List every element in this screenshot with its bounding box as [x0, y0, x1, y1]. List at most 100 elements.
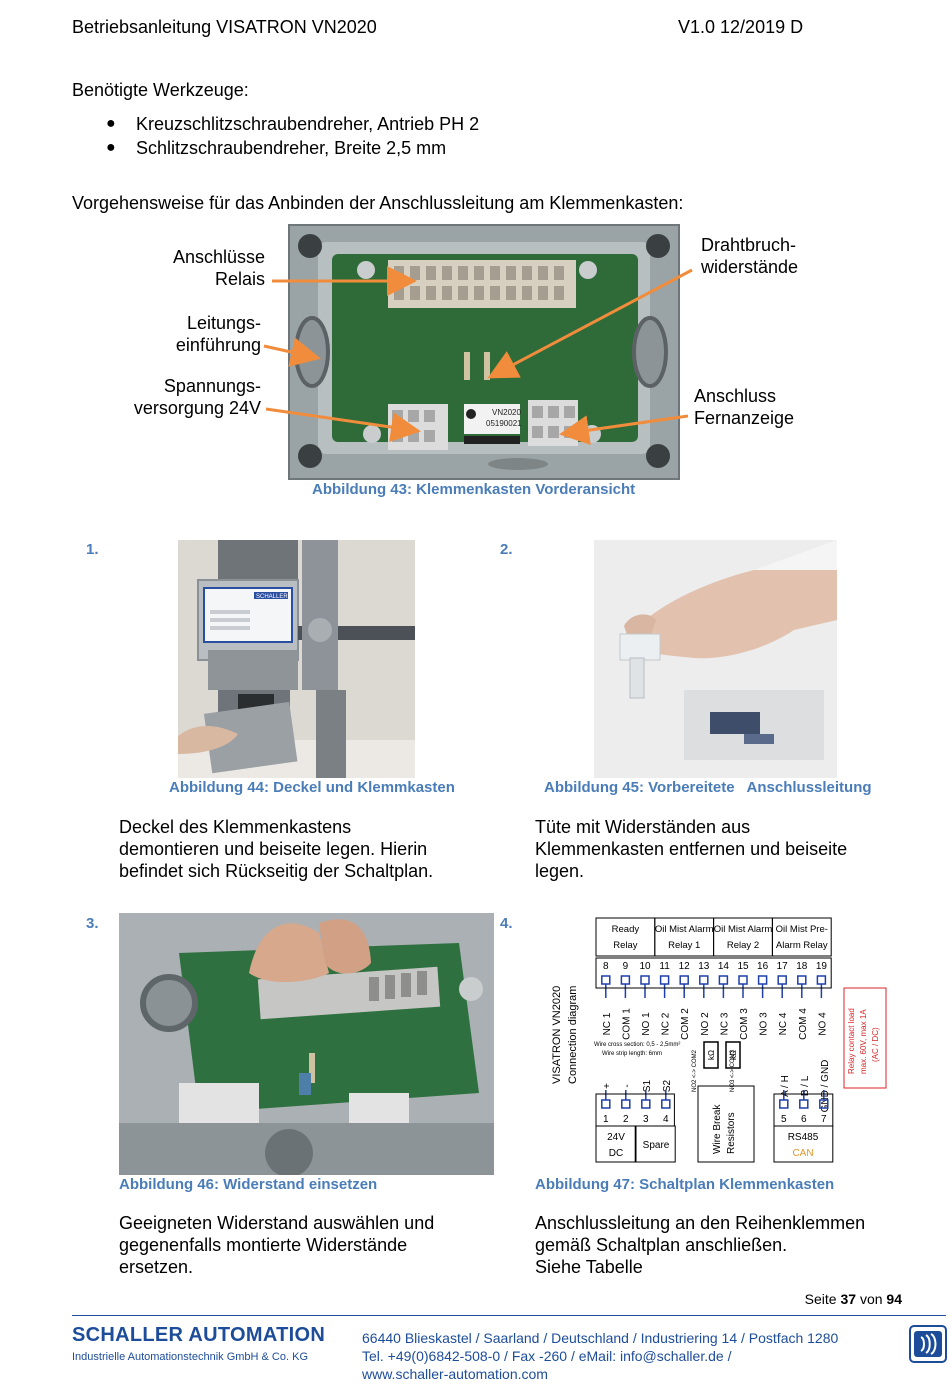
diagram-terminal	[661, 1099, 671, 1109]
lid-photo: SCHALLER	[178, 540, 415, 778]
figure-caption: Abbildung 43: Klemmenkasten Vorderansich…	[312, 481, 636, 498]
diagram-terminal	[640, 975, 650, 985]
diagram-signal: NO 2	[700, 1012, 711, 1036]
diagram-terminal	[601, 975, 611, 985]
diagram-terminal	[799, 1099, 809, 1109]
diagram-relay-note: (AC / DC)	[871, 1027, 880, 1062]
diagram-relay-note: Relay contact load	[847, 1008, 856, 1074]
label-spannung: Spannungs- versorgung 24V	[133, 376, 261, 418]
footer-contact: 66440 Blieskastel / Saarland / Deutschla…	[362, 1330, 839, 1382]
diagram-group-label: 24V	[607, 1132, 625, 1143]
step-number: 1.	[86, 541, 99, 558]
diagram-terminal	[738, 975, 748, 985]
diagram-signal: NC 3	[719, 1012, 730, 1035]
diagram-terminal-number: 5	[781, 1114, 787, 1125]
diagram-group-box	[595, 1125, 636, 1163]
arrow-fern	[559, 414, 689, 446]
diagram-group-label: Relay 1	[668, 940, 700, 951]
diagram-group-label: Resistors	[726, 1112, 737, 1154]
diagram-signal: COM 2	[680, 1008, 691, 1040]
label-leitung: Leitungs- einführung	[175, 313, 261, 355]
resistor-icon	[725, 1041, 741, 1069]
company-logo	[909, 1325, 947, 1363]
diagram-resistor-note: NO2 <-> COM2	[692, 1049, 698, 1092]
diagram-group-label: Relay 2	[727, 940, 759, 951]
diagram-group-box	[773, 1125, 834, 1163]
diagram-signal: -	[622, 1084, 633, 1087]
label-relais: Anschlüsse Relais	[172, 247, 265, 289]
diagram-terminal	[819, 1099, 829, 1109]
diagram-relay-note: max. 60V, max 1A	[859, 1009, 868, 1074]
diagram-signal: B / L	[800, 1075, 811, 1096]
plate-serial-text: 05190021	[486, 419, 522, 428]
diagram-group-label: Oil Mist Alarm	[655, 924, 714, 935]
diagram-group-label: Oil Mist Pre-	[776, 924, 828, 935]
diagram-terminal	[816, 975, 827, 985]
diagram-group-label: Oil Mist Alarm	[714, 924, 773, 935]
diagram-terminal	[621, 1099, 631, 1109]
step-number: 2.	[500, 541, 513, 558]
diagram-signal: NC 1	[602, 1012, 613, 1035]
diagram-signal: NO 3	[759, 1012, 770, 1036]
diagram-terminal	[699, 975, 709, 985]
diagram-signal: NC 4	[778, 1012, 789, 1035]
diagram-terminal-number: 7	[821, 1114, 827, 1125]
tool-item: Kreuzschlitzschraubendreher, Antrieb PH …	[136, 114, 480, 134]
bag-photo	[594, 540, 837, 778]
diagram-terminal	[679, 975, 689, 985]
diagram-terminal-number: 1	[603, 1114, 609, 1125]
resistor-photo	[119, 913, 494, 1175]
diagram-terminal-number: 3	[643, 1114, 649, 1125]
diagram-signal: COM 3	[739, 1008, 750, 1040]
diagram-group-box	[771, 917, 832, 957]
diagram-terminal	[777, 975, 787, 985]
diagram-relay-box	[843, 987, 887, 1089]
diagram-terminal	[757, 975, 768, 985]
diagram-group-label: Wire Break	[712, 1104, 723, 1154]
diagram-group-box	[697, 1085, 755, 1163]
step-description: Deckel des Klemmenkastens demontieren un…	[119, 817, 434, 881]
terminal-box-photo: VN2020 05190021	[288, 224, 680, 480]
diagram-terminal-strip	[595, 957, 832, 989]
diagram-terminal-number: 12	[679, 961, 691, 972]
diagram-title: VISATRON VN2020	[551, 986, 563, 1084]
diagram-terminal-number: 9	[623, 961, 629, 972]
step-number: 4.	[500, 915, 513, 932]
diagram-wire-spec: Wire cross section: 0,5 - 2,5mm²	[594, 1042, 680, 1048]
diagram-signal: NO 4	[817, 1012, 828, 1036]
diagram-signal: COM 4	[798, 1008, 809, 1040]
figure-caption: Abbildung 47: Schaltplan Klemmenkasten	[535, 1176, 835, 1193]
diagram-terminal	[659, 975, 670, 985]
label-draht: Drahtbruch- widerstände	[701, 235, 799, 277]
diagram-terminal	[620, 975, 631, 985]
header-title: Betriebsanleitung VISATRON VN2020	[72, 17, 377, 37]
tools-heading: Benötigte Werkzeuge:	[72, 80, 249, 100]
diagram-terminal-number: 11	[659, 961, 670, 972]
footer-subtitle: Industrielle Automationstechnik GmbH & C…	[72, 1351, 308, 1363]
step-description: Anschlussleitung an den Reihenklemmen ge…	[535, 1213, 866, 1277]
procedure-heading: Vorgehensweise für das Anbinden der Ansc…	[72, 193, 684, 213]
diagram-terminal-number: 18	[796, 961, 808, 972]
annotation-arrows	[263, 266, 693, 446]
diagram-group-box	[635, 1125, 676, 1163]
diagram-wire-spec: Wire strip length: 6mm	[602, 1051, 662, 1057]
arrow-leitung	[263, 337, 321, 367]
diagram-group-label: RS485	[788, 1132, 819, 1143]
diagram-kohm: kΩ	[707, 1050, 716, 1060]
page-number: Seite 37 von 94	[804, 1291, 902, 1307]
diagram-terminal-number: 8	[603, 961, 609, 972]
diagram-terminal-number: 16	[757, 961, 769, 972]
diagram-resistor-note: NO3 <-> COM3	[730, 1049, 736, 1092]
diagram-terminal-number: 4	[663, 1114, 669, 1125]
diagram-group-label: Relay	[613, 940, 638, 951]
diagram-terminal	[641, 1099, 651, 1109]
diagram-signal: +	[602, 1083, 613, 1089]
label-fern: Anschluss Fernanzeige	[694, 386, 795, 428]
diagram-terminal-number: 15	[737, 961, 749, 972]
diagram-signal: NO 1	[641, 1012, 652, 1036]
diagram-group-label: Spare	[643, 1140, 670, 1151]
diagram-terminal-number: 17	[777, 961, 789, 972]
diagram-signal: S2	[662, 1079, 673, 1092]
figure-caption: Abbildung 44: Deckel und Klemmkasten	[169, 779, 455, 796]
diagram-terminal-number: 19	[816, 961, 828, 972]
